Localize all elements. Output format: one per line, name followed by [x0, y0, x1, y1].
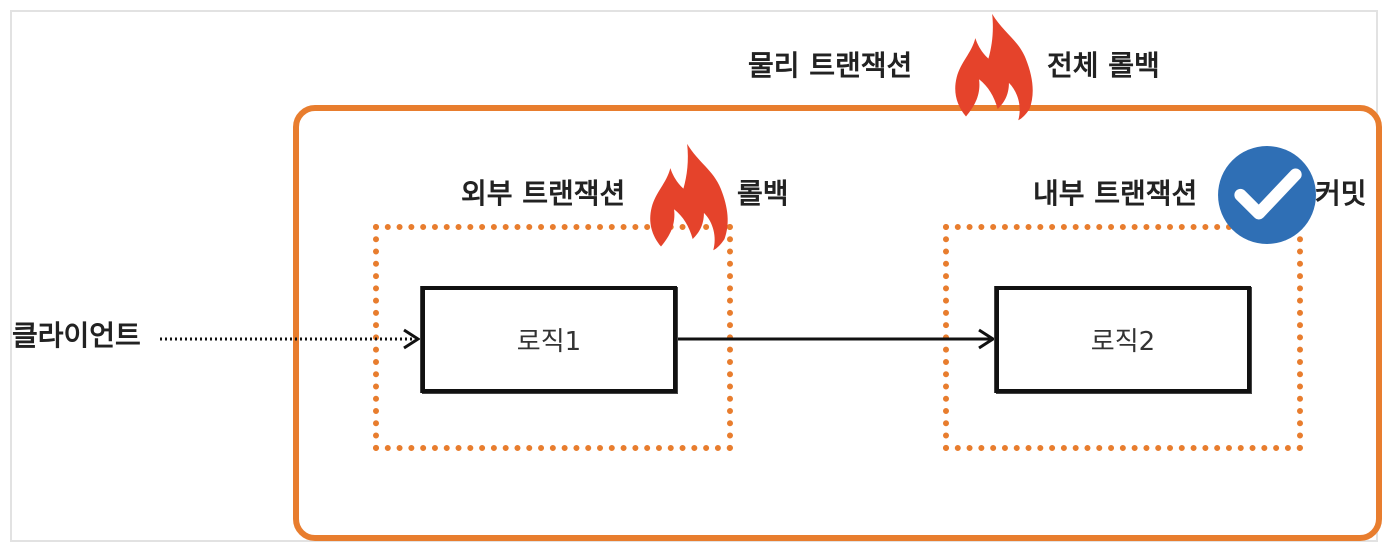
outer-transaction-label: 외부 트랜잭션 [461, 177, 626, 210]
logic1-box: 로직1 [421, 286, 677, 393]
fire-icon [955, 13, 1033, 121]
logic-arrow-head [978, 328, 996, 350]
inner-transaction-label: 내부 트랜잭션 [1033, 177, 1198, 210]
logic2-box: 로직2 [995, 286, 1251, 393]
client-label: 클라이언트 [12, 319, 141, 352]
logic1-label: 로직1 [516, 327, 582, 357]
physical-transaction-box [293, 105, 1382, 541]
outer-rollback-label: 롤백 [737, 177, 789, 210]
physical-transaction-label: 물리 트랜잭션 [748, 49, 913, 82]
fire-icon [650, 143, 728, 251]
logic2-label: 로직2 [1090, 327, 1156, 357]
inner-commit-label: 커밋 [1315, 177, 1367, 210]
client-arrow-head [403, 328, 421, 350]
total-rollback-label: 전체 롤백 [1047, 49, 1160, 82]
check-circle-icon [1218, 146, 1316, 244]
